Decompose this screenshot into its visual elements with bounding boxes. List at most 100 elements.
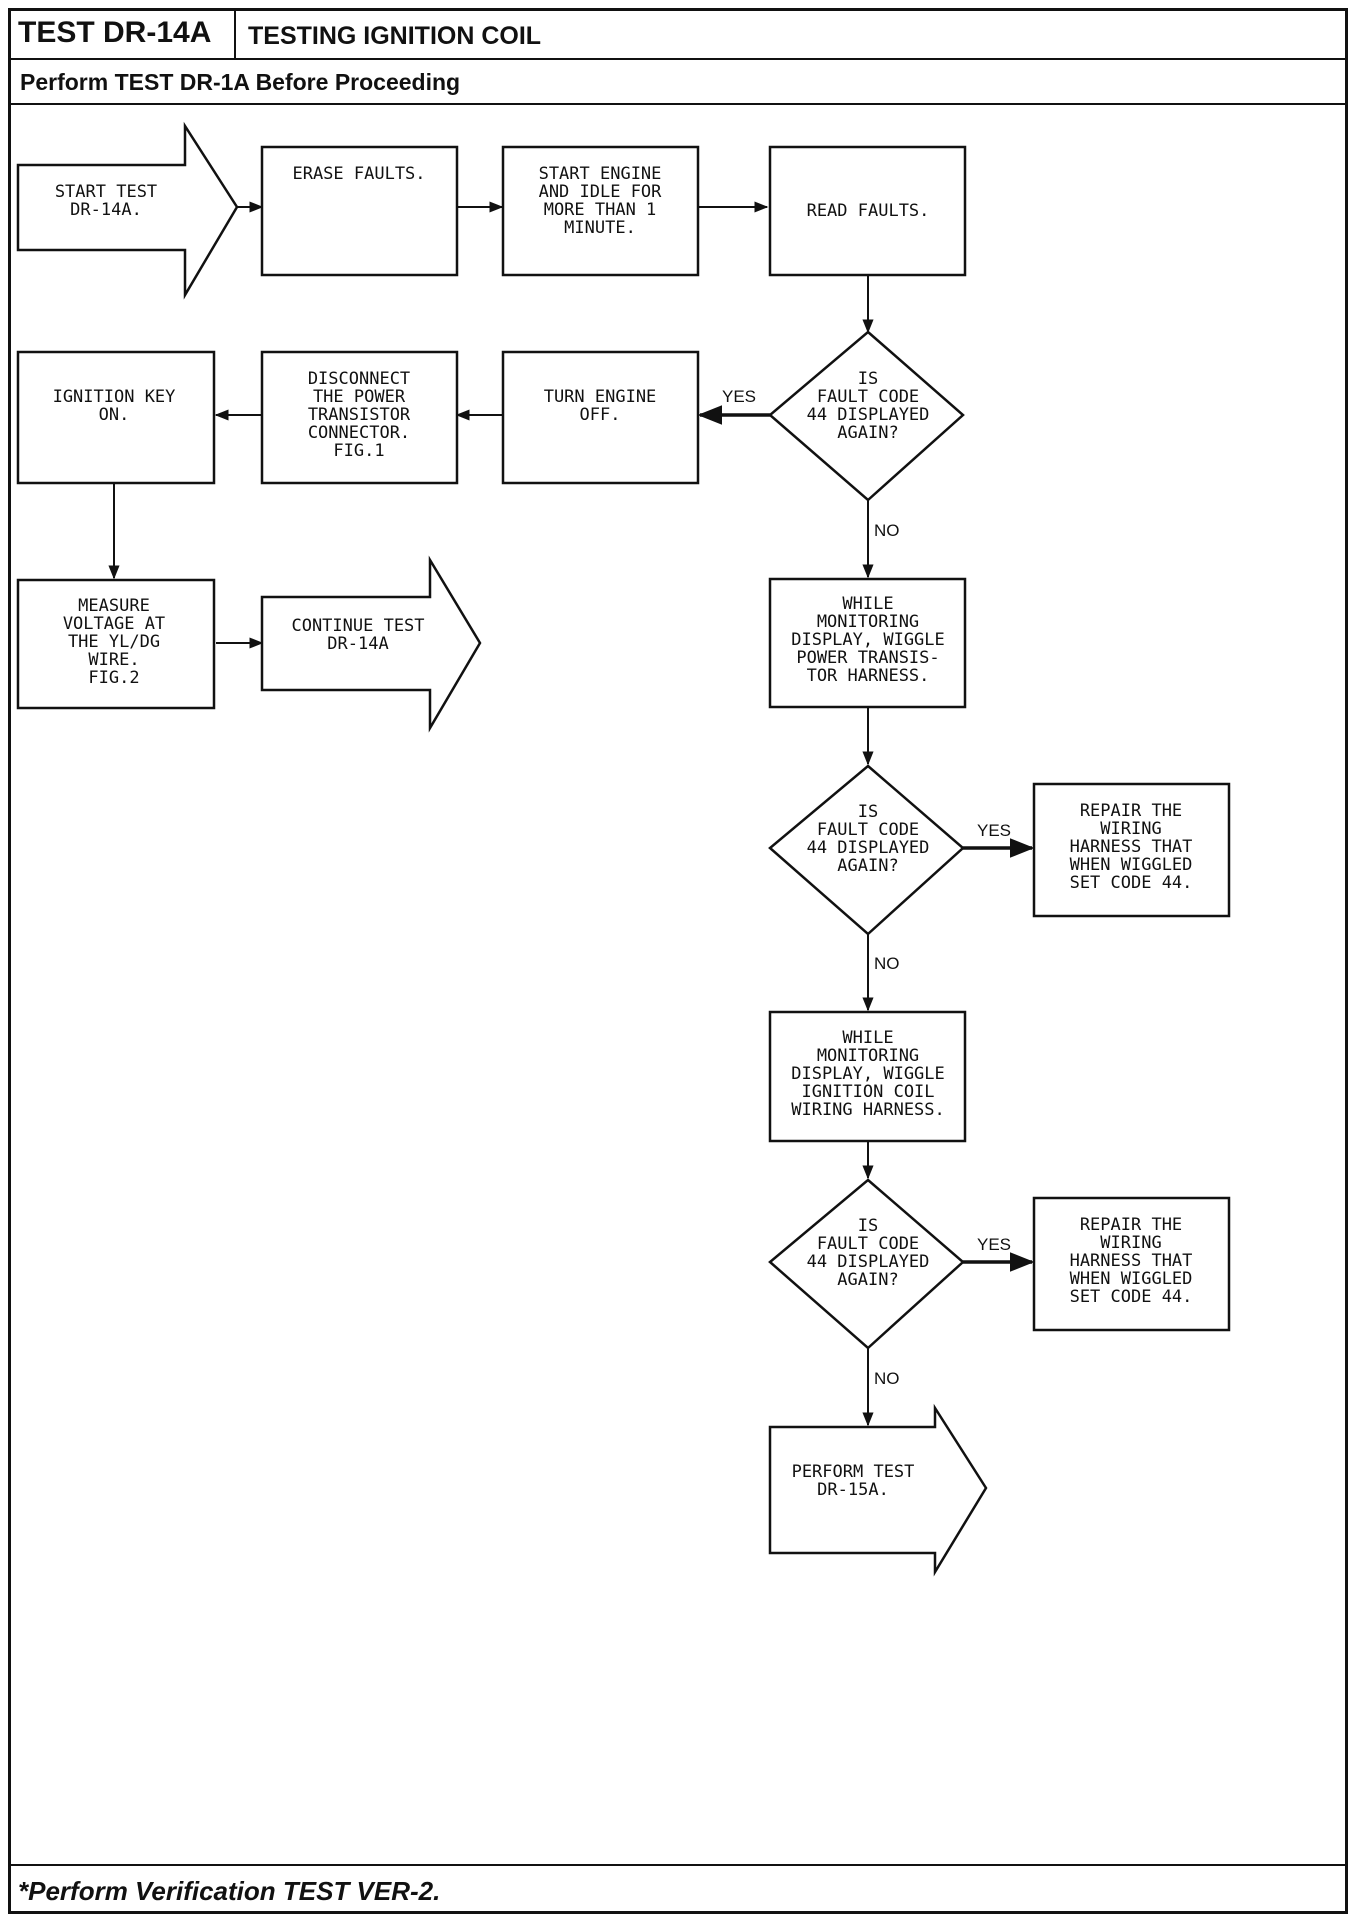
read-faults-box (768, 145, 967, 277)
disconnect-line: DISCONNECT (308, 369, 410, 389)
start-engine-box (501, 145, 700, 277)
ignition-on-box (16, 350, 216, 485)
repair2-line: WHEN WIGGLED (1070, 1269, 1193, 1289)
decision3-line: 44 DISPLAYED (807, 1252, 930, 1272)
continue-line: CONTINUE TEST (291, 616, 424, 636)
wiggle1-line: MONITORING (817, 612, 919, 632)
erase-line: ERASE FAULTS. (292, 164, 425, 184)
wiggle1-line: DISPLAY, WIGGLE (791, 630, 945, 650)
repair2-line: SET CODE 44. (1070, 1287, 1193, 1307)
continue-line: DR-14A (327, 634, 388, 654)
repair1-line: REPAIR THE (1080, 801, 1182, 821)
decision1-line: IS (858, 369, 878, 389)
test-title: TESTING IGNITION COIL (248, 22, 542, 50)
erase-box (260, 145, 459, 277)
read-faults-text: READ FAULTS. (807, 201, 930, 221)
start-engine-line: START ENGINE (539, 164, 662, 184)
start-engine-line: AND IDLE FOR (539, 182, 663, 202)
page-border (8, 8, 1348, 1914)
prerequisite-note: Perform TEST DR-1A Before Proceeding (8, 60, 1348, 105)
continue-arrow-shape (260, 555, 482, 733)
decision2-line: FAULT CODE (817, 820, 919, 840)
measure-box (16, 578, 216, 710)
start-engine-line: MINUTE. (564, 218, 636, 238)
disconnect-line: CONNECTOR. (308, 423, 410, 443)
node-erase: ERASE FAULTS. (260, 145, 459, 277)
decision1-line: FAULT CODE (817, 387, 919, 407)
read-faults-line: READ FAULTS. (807, 201, 930, 221)
perform-line: DR-15A. (817, 1480, 889, 1500)
measure-line: WIRE. (88, 650, 139, 670)
header-row: TEST DR-14A TESTING IGNITION COIL (8, 8, 1348, 60)
repair1-line: SET CODE 44. (1070, 873, 1193, 893)
repair1-line: WIRING (1100, 819, 1161, 839)
wiggle2-line: DISPLAY, WIGGLE (791, 1064, 945, 1084)
decision2-diamond (768, 764, 965, 936)
decision1-yes-label: YES (722, 387, 756, 406)
measure-line: THE YL/DG (68, 632, 160, 652)
repair2-box (1032, 1196, 1231, 1332)
decision3-yes-label: YES (977, 1235, 1011, 1254)
wiggle1-line: TOR HARNESS. (807, 666, 930, 686)
disconnect-line: TRANSISTOR (308, 405, 411, 425)
decision3-diamond (768, 1178, 965, 1350)
decision3-line: AGAIN? (837, 1270, 898, 1290)
wiggle2-line: WHILE (842, 1028, 893, 1048)
measure-line: FIG.2 (88, 668, 139, 688)
disconnect-line: FIG.1 (333, 441, 384, 461)
turn-off-line: OFF. (580, 405, 621, 425)
turn-off-box (501, 350, 700, 485)
decision3-no-label: NO (874, 1369, 900, 1388)
wiggle2-box (768, 1010, 967, 1143)
repair2-line: WIRING (1100, 1233, 1161, 1253)
erase-text: ERASE FAULTS. (292, 164, 425, 184)
decision2-line: IS (858, 802, 878, 822)
repair1-box (1032, 782, 1231, 918)
decision1-line: 44 DISPLAYED (807, 405, 930, 425)
decision1-line: AGAIN? (837, 423, 898, 443)
ignition-on-line: ON. (99, 405, 130, 425)
wiggle1-line: POWER TRANSIS- (796, 648, 939, 668)
node-read-faults: READ FAULTS. (768, 145, 967, 277)
decision3-line: FAULT CODE (817, 1234, 919, 1254)
repair1-line: WHEN WIGGLED (1070, 855, 1193, 875)
decision3-line: IS (858, 1216, 878, 1236)
decision1-no-label: NO (874, 521, 900, 540)
perform-arrow-shape (768, 1403, 988, 1577)
disconnect-line: THE POWER (313, 387, 406, 407)
decision1-diamond (768, 330, 965, 502)
measure-line: VOLTAGE AT (63, 614, 165, 634)
test-id-label: TEST DR-14A (8, 8, 236, 58)
repair2-line: HARNESS THAT (1070, 1251, 1193, 1271)
wiggle1-line: WHILE (842, 594, 893, 614)
repair2-line: REPAIR THE (1080, 1215, 1182, 1235)
decision2-yes-label: YES (977, 821, 1011, 840)
repair1-line: HARNESS THAT (1070, 837, 1193, 857)
